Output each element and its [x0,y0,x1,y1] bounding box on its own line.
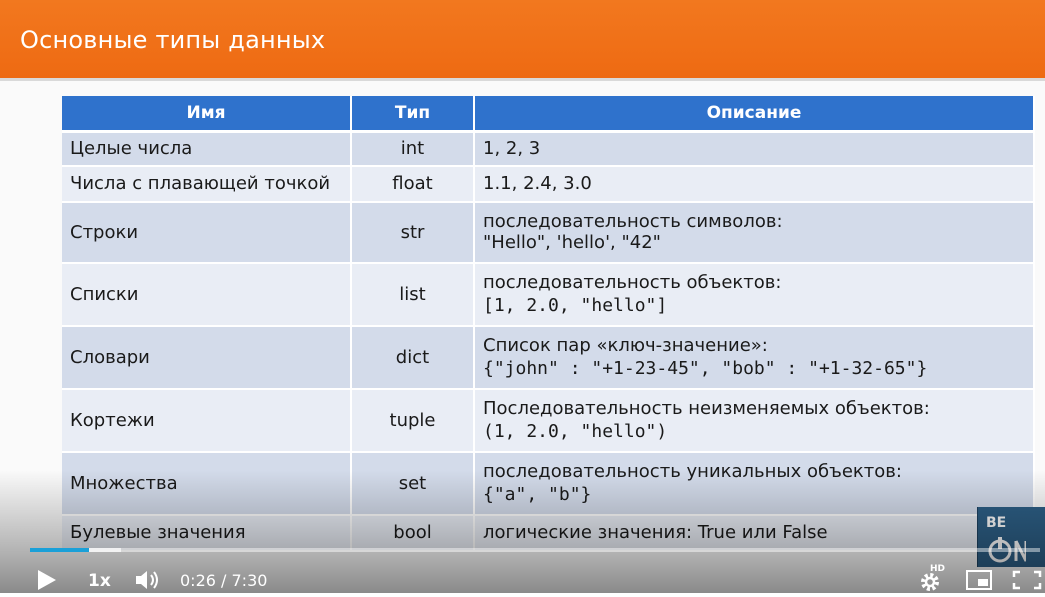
row-description: последовательность объектов: [1, 2.0, "h… [474,262,1035,327]
table-row: Списки list последовательность объектов:… [62,262,1035,327]
row-type: list [351,262,475,327]
progress-played [30,548,89,552]
table-header-row: Имя Тип Описание [62,96,1035,133]
row-type: str [351,201,475,264]
row-name: Множества [62,451,352,516]
row-description-text: Последовательность неизменяемых объектов… [483,398,930,419]
data-types-table: Имя Тип Описание Целые числа int 1, 2, 3… [62,96,1035,552]
pip-button[interactable] [966,570,992,590]
row-description-text: последовательность символов: [483,211,783,232]
table-row: Словари dict Список пар «ключ-значение»:… [62,325,1035,390]
row-description-code: [1, 2.0, "hello"] [483,295,668,316]
row-description-text: 1.1, 2.4, 3.0 [483,173,592,194]
hd-badge: HD [930,564,946,574]
settings-button[interactable]: HD [918,564,948,594]
row-name: Целые числа [62,131,352,167]
row-description: 1.1, 2.4, 3.0 [474,165,1035,203]
row-description-code: {"a", "b"} [483,484,592,505]
header-description: Описание [474,96,1035,133]
fullscreen-button[interactable] [1012,570,1042,590]
volume-button[interactable] [134,568,160,592]
power-icon [988,537,1026,563]
row-description-text: 1, 2, 3 [483,138,541,160]
table-row: Целые числа int 1, 2, 3 [62,131,1035,167]
header-type: Тип [351,96,475,133]
fullscreen-icon [1012,570,1042,590]
row-type: int [351,131,475,167]
slide-header: Основные типы данных [0,0,1045,81]
play-button[interactable] [34,568,58,592]
slide-title: Основные типы данных [20,26,326,54]
row-type: float [351,165,475,203]
row-description: последовательность уникальных объектов: … [474,451,1035,516]
row-name: Булевые значения [62,514,352,552]
row-description: логические значения: True или False [474,514,1035,552]
play-icon [38,570,56,590]
header-name: Имя [62,96,352,133]
logo-text: BE [986,515,1007,531]
row-name: Словари [62,325,352,390]
gear-icon [921,573,939,591]
speed-button[interactable]: 1x [88,571,111,591]
row-description: последовательность символов: "Hello", 'h… [474,201,1035,264]
player-controls: 1x 0:26 / 7:30 HD [0,562,1045,593]
table-row: Числа с плавающей точкой float 1.1, 2.4,… [62,165,1035,203]
row-description-code: {"john" : "+1-23-45", "bob" : "+1-32-65"… [483,358,928,379]
channel-logo: BE [977,507,1045,567]
volume-icon [136,571,158,589]
row-name: Числа с плавающей точкой [62,165,352,203]
row-type: dict [351,325,475,390]
row-description-text: последовательность уникальных объектов: [483,461,902,482]
row-type: bool [351,514,475,552]
picture-in-picture-icon [966,570,992,590]
row-description-text: последовательность объектов: [483,272,782,293]
row-name: Кортежи [62,388,352,453]
row-type: set [351,451,475,516]
row-description-code: (1, 2.0, "hello") [483,421,668,442]
row-name: Списки [62,262,352,327]
row-description: Последовательность неизменяемых объектов… [474,388,1035,453]
table-row: Булевые значения bool логические значени… [62,514,1035,552]
row-type: tuple [351,388,475,453]
row-description: Список пар «ключ-значение»: {"john" : "+… [474,325,1035,390]
time-display: 0:26 / 7:30 [180,571,268,590]
row-description: 1, 2, 3 [474,131,1035,167]
row-description-text: Список пар «ключ-значение»: [483,335,768,356]
table-row: Множества set последовательность уникаль… [62,451,1035,516]
row-description-example: "Hello", 'hello', "42" [483,232,661,253]
row-name: Строки [62,201,352,264]
table-row: Строки str последовательность символов: … [62,201,1035,264]
table-row: Кортежи tuple Последовательность неизмен… [62,388,1035,453]
row-description-text: логические значения: True или False [483,522,828,543]
progress-bar[interactable] [30,548,1040,552]
